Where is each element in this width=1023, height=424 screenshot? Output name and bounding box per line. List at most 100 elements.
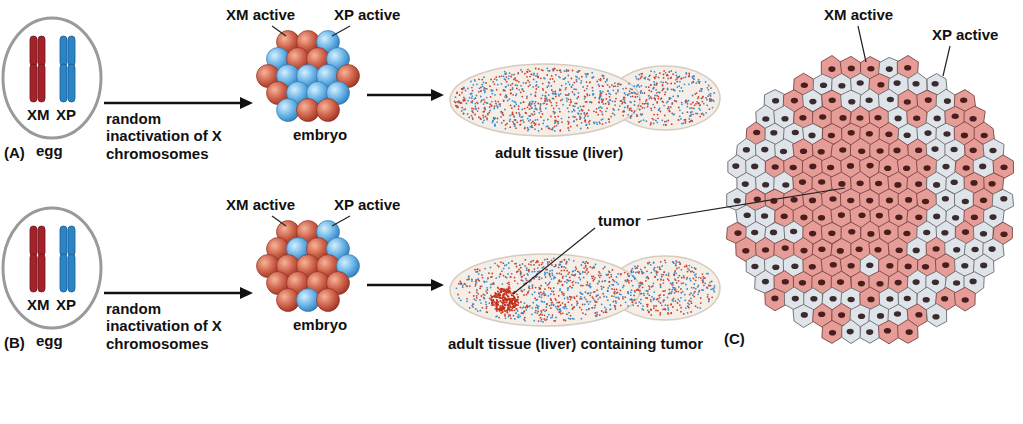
maternal-active-cell <box>620 305 622 307</box>
maternal-active-cell <box>573 82 575 84</box>
maternal-active-cell <box>599 297 601 299</box>
paternal-active-cell <box>491 93 493 95</box>
paternal-active-cell <box>532 101 534 103</box>
maternal-active-cell <box>616 292 618 294</box>
maternal-active-cell <box>518 81 520 83</box>
paternal-active-cell <box>598 107 600 109</box>
paternal-active-cell <box>534 94 536 96</box>
maternal-active-cell <box>529 76 531 78</box>
paternal-active-cell <box>561 261 563 263</box>
maternal-active-cell <box>598 275 600 277</box>
maternal-active-cell <box>676 81 678 83</box>
maternal-active-cell <box>525 112 527 114</box>
paternal-active-cell <box>630 96 632 98</box>
paternal-active-cell <box>614 114 616 116</box>
paternal-active-cell <box>508 316 510 318</box>
paternal-active-cell <box>549 270 551 272</box>
paternal-active-cell <box>708 301 710 303</box>
paternal-active-cell <box>610 93 612 95</box>
maternal-active-cell <box>642 286 644 288</box>
paternal-active-cell <box>656 122 658 124</box>
maternal-active-cell <box>648 86 650 88</box>
paternal-active-cell <box>655 74 657 76</box>
paternal-active-cell <box>514 125 516 127</box>
maternal-active-cell <box>455 105 457 107</box>
maternal-active-cell <box>535 123 537 125</box>
maternal-active-cell <box>657 271 659 273</box>
paternal-active-cell <box>704 282 706 284</box>
maternal-active-cell <box>694 291 696 293</box>
maternal-active-cell <box>657 114 659 116</box>
maternal-active-cell <box>588 308 590 310</box>
paternal-active-cell <box>556 308 558 310</box>
paternal-active-cell <box>544 273 546 275</box>
paternal-active-cell <box>494 117 496 119</box>
maternal-active-cell <box>593 110 595 112</box>
maternal-active-cell <box>479 118 481 120</box>
paternal-active-cell <box>548 261 550 263</box>
paternal-active-cell <box>711 100 713 102</box>
maternal-active-cell <box>580 118 582 120</box>
maternal-active-cell <box>516 112 518 114</box>
maternal-active-cell <box>595 295 597 297</box>
maternal-active-cell <box>537 261 539 263</box>
paternal-active-cell <box>617 89 619 91</box>
maternal-active-cell <box>528 85 530 87</box>
paternal-active-cell <box>580 279 582 281</box>
maternal-active-cell <box>663 294 665 296</box>
maternal-active-cell <box>695 268 697 270</box>
maternal-active-cell <box>457 294 459 296</box>
paternal-active-cell <box>653 87 655 89</box>
paternal-active-cell <box>499 274 501 276</box>
maternal-active-cell <box>585 124 587 126</box>
maternal-active-cell <box>663 74 665 76</box>
paternal-active-cell <box>683 77 685 79</box>
maternal-active-cell <box>587 85 589 87</box>
paternal-active-cell <box>534 128 536 130</box>
maternal-active-cell <box>552 78 554 80</box>
maternal-active-cell <box>671 112 673 114</box>
paternal-active-cell <box>624 99 626 101</box>
paternal-active-cell <box>616 276 618 278</box>
paternal-active-cell <box>522 88 524 90</box>
maternal-active-cell <box>689 294 691 296</box>
paternal-active-cell <box>667 78 669 80</box>
paternal-active-cell <box>568 259 570 261</box>
paternal-active-cell <box>568 111 570 113</box>
paternal-active-cell <box>543 291 545 293</box>
maternal-active-cell <box>676 309 678 311</box>
paternal-active-cell <box>463 87 465 89</box>
maternal-active-cell <box>674 274 676 276</box>
paternal-active-cell <box>518 112 520 114</box>
maternal-active-cell <box>540 116 542 118</box>
paternal-active-cell <box>614 281 616 283</box>
maternal-active-cell <box>661 276 663 278</box>
maternal-active-cell <box>567 273 569 275</box>
maternal-active-cell <box>587 127 589 129</box>
paternal-active-cell <box>667 297 669 299</box>
paternal-active-cell <box>706 99 708 101</box>
paternal-active-cell <box>634 299 636 301</box>
maternal-chromosome <box>30 36 45 292</box>
paternal-active-cell <box>635 272 637 274</box>
paternal-active-cell <box>578 78 580 80</box>
maternal-active-cell <box>648 285 650 287</box>
maternal-active-cell <box>686 277 688 279</box>
paternal-active-cell <box>515 84 517 86</box>
maternal-active-cell <box>526 97 528 99</box>
paternal-active-cell <box>647 293 649 295</box>
paternal-active-cell <box>608 119 610 121</box>
paternal-active-cell <box>494 94 496 96</box>
paternal-active-cell <box>541 278 543 280</box>
maternal-active-cell <box>667 120 669 122</box>
paternal-active-cell <box>562 99 564 101</box>
maternal-active-cell <box>660 111 662 113</box>
maternal-active-cell <box>584 119 586 121</box>
maternal-active-cell <box>523 101 525 103</box>
paternal-active-cell <box>602 75 604 77</box>
paternal-active-cell <box>543 77 545 79</box>
paternal-active-cell <box>637 84 639 86</box>
paternal-active-cell <box>477 102 479 104</box>
paternal-active-cell <box>483 82 485 84</box>
paternal-active-cell <box>627 94 629 96</box>
